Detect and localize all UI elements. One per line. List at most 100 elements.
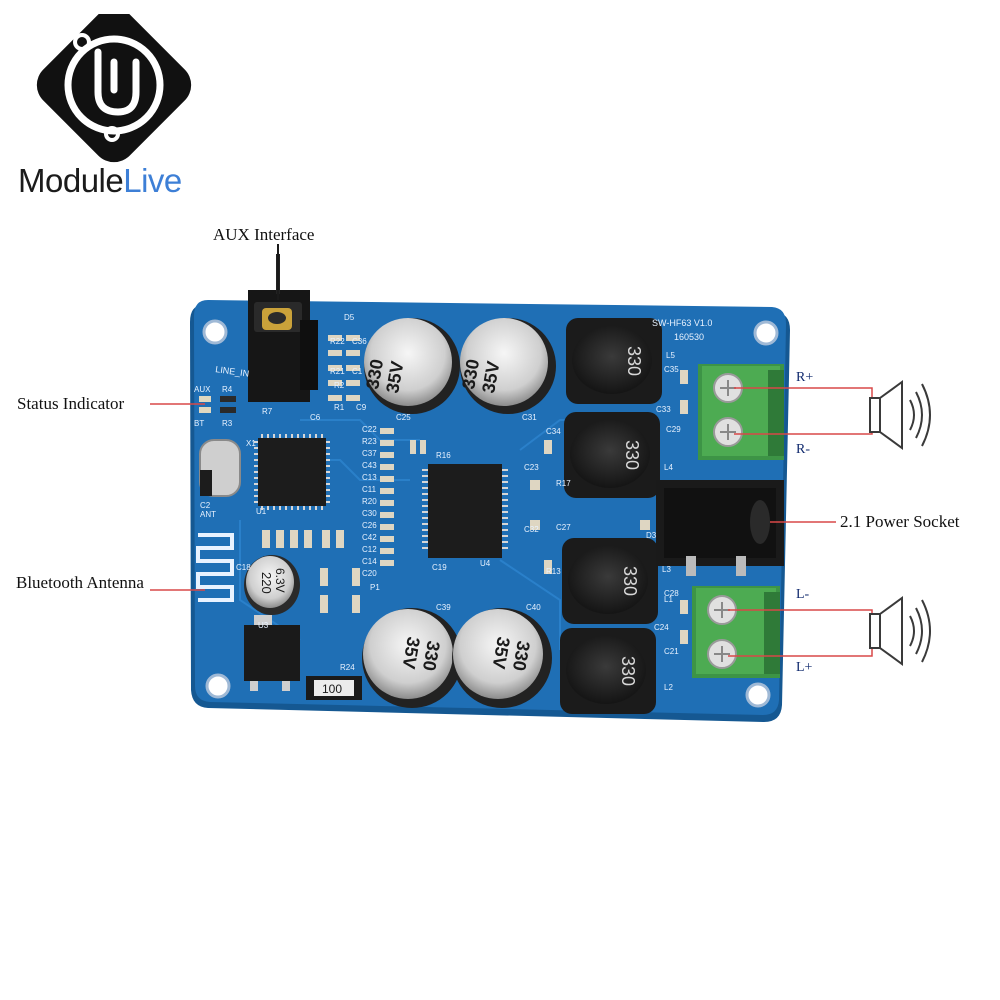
silk-label-c37: C37 [362, 449, 377, 458]
silk-label-r2: R2 [334, 381, 345, 390]
mounting-hole [202, 319, 228, 345]
callout-leaders [150, 403, 836, 591]
inductor-l4: 330 [564, 412, 660, 498]
silk-label-c12: C12 [362, 545, 377, 554]
inductor-l5-value: 330 [624, 346, 644, 376]
silk-label-r21: R21 [330, 367, 345, 376]
silk-label-c40: C40 [526, 603, 541, 612]
silk-label-c43: C43 [362, 461, 377, 470]
silk-label-c24: C24 [654, 623, 669, 632]
silk-label-d5: D5 [344, 313, 355, 322]
silk-label-c30: C30 [362, 509, 377, 518]
board-date-label: 160530 [674, 332, 704, 342]
resistor-r24-value: 100 [322, 682, 342, 696]
inductor-l3-value: 330 [620, 566, 640, 596]
silk-label-u1: U1 [256, 507, 267, 516]
silk-label-c22: C22 [362, 425, 377, 434]
brand-logo: ModuleLive [18, 7, 208, 204]
bt-silk-label: BT [194, 419, 204, 428]
silk-label-l3: L3 [662, 565, 671, 574]
bluetooth-antenna-trace [196, 533, 234, 602]
inductor-l3: 330 [562, 538, 658, 624]
terminal-label-r-minus: R- [796, 442, 810, 457]
silk-label-l2: L2 [664, 683, 673, 692]
capacitor-c18-voltage: 6.3V [273, 568, 287, 593]
silk-label-c27: C27 [556, 523, 571, 532]
silk-label-u3: U3 [258, 621, 269, 630]
silk-label-r4: R4 [222, 385, 233, 394]
mounting-hole [753, 320, 779, 346]
silk-label-x1: X1 [246, 439, 256, 448]
smd-components [262, 335, 688, 644]
silk-label-c31: C31 [522, 413, 537, 422]
status-indicator-label: Status Indicator [17, 394, 125, 413]
silk-label-l5: L5 [666, 351, 675, 360]
silk-label-r16: R16 [436, 451, 451, 460]
inductor-l4-value: 330 [622, 440, 642, 470]
silk-label-c42: C42 [362, 533, 377, 542]
silk-label-r13: R13 [546, 567, 561, 576]
status-led-bt [199, 407, 211, 413]
silk-label-c39: C39 [436, 603, 451, 612]
terminal-block-right [698, 364, 784, 460]
silk-label-d3: D3 [646, 531, 657, 540]
silk-label-c32: C32 [524, 525, 539, 534]
silk-label-c21: C21 [664, 647, 679, 656]
capacitor-c40: 330 35V [452, 608, 552, 708]
speaker-right-icon [869, 380, 931, 450]
power-socket [656, 480, 784, 576]
inductor-l2: 330 [560, 628, 656, 714]
silk-label-c25: C25 [396, 413, 411, 422]
silk-label-c2: C2 [200, 501, 211, 510]
silk-label-p1: P1 [370, 583, 380, 592]
ant-silk-label: ANT [200, 510, 216, 519]
brand-name-part1: Module [18, 162, 124, 199]
silk-label-c33: C33 [656, 405, 671, 414]
power-socket-label: 2.1 Power Socket [840, 512, 960, 531]
brand-name-part2: Live [123, 162, 182, 199]
silk-label-c13: C13 [362, 473, 377, 482]
board-model-label: SW-HF63 V1.0 [652, 318, 712, 328]
silk-label-c1: C1 [352, 367, 363, 376]
logo-mark-icon [36, 7, 192, 163]
silk-label-c6: C6 [310, 413, 321, 422]
aux-jack [248, 254, 318, 402]
silk-label-c9: C9 [356, 403, 367, 412]
silk-label-r3: R3 [222, 419, 233, 428]
silk-label-c28: C28 [664, 589, 679, 598]
silk-label-c19: C19 [432, 563, 447, 572]
silk-label-c36: C36 [352, 337, 367, 346]
silk-label-r17: R17 [556, 479, 571, 488]
silk-label-c11: C11 [362, 485, 377, 494]
silk-label-r24: R24 [340, 663, 355, 672]
silk-label-l4: L4 [664, 463, 673, 472]
inductor-l2-value: 330 [618, 656, 638, 686]
amplifier-chip-u4 [422, 464, 508, 558]
line-in-label: LINE_IN [215, 364, 250, 379]
capacitor-c39: 330 35V [362, 608, 462, 708]
silk-label-c23: C23 [524, 463, 539, 472]
terminal-label-l-minus: L- [796, 587, 810, 602]
brand-name: ModuleLive [18, 162, 182, 200]
silk-label-l1: L1 [664, 595, 673, 604]
aux-interface-label: AUX Interface [213, 225, 315, 244]
status-led-aux [199, 396, 211, 402]
silk-label-c29: C29 [666, 425, 681, 434]
mounting-hole [745, 682, 771, 708]
speaker-left-icon [869, 596, 931, 666]
silk-label-c35: C35 [664, 365, 679, 374]
resistor-r24: 100 [306, 676, 362, 700]
aux-silk-label: AUX [194, 385, 211, 394]
bluetooth-antenna-label: Bluetooth Antenna [16, 573, 144, 592]
mounting-hole [205, 673, 231, 699]
silk-label-c26: C26 [362, 521, 377, 530]
inductor-l5: 330 [566, 318, 662, 404]
silk-label-r7: R7 [262, 407, 273, 416]
capacitor-c25: 330 35V [362, 318, 460, 414]
silk-label-u4: U4 [480, 559, 491, 568]
silk-label-r1: R1 [334, 403, 345, 412]
terminal-label-l-plus: L+ [796, 660, 813, 675]
silk-label-c14: C14 [362, 557, 377, 566]
